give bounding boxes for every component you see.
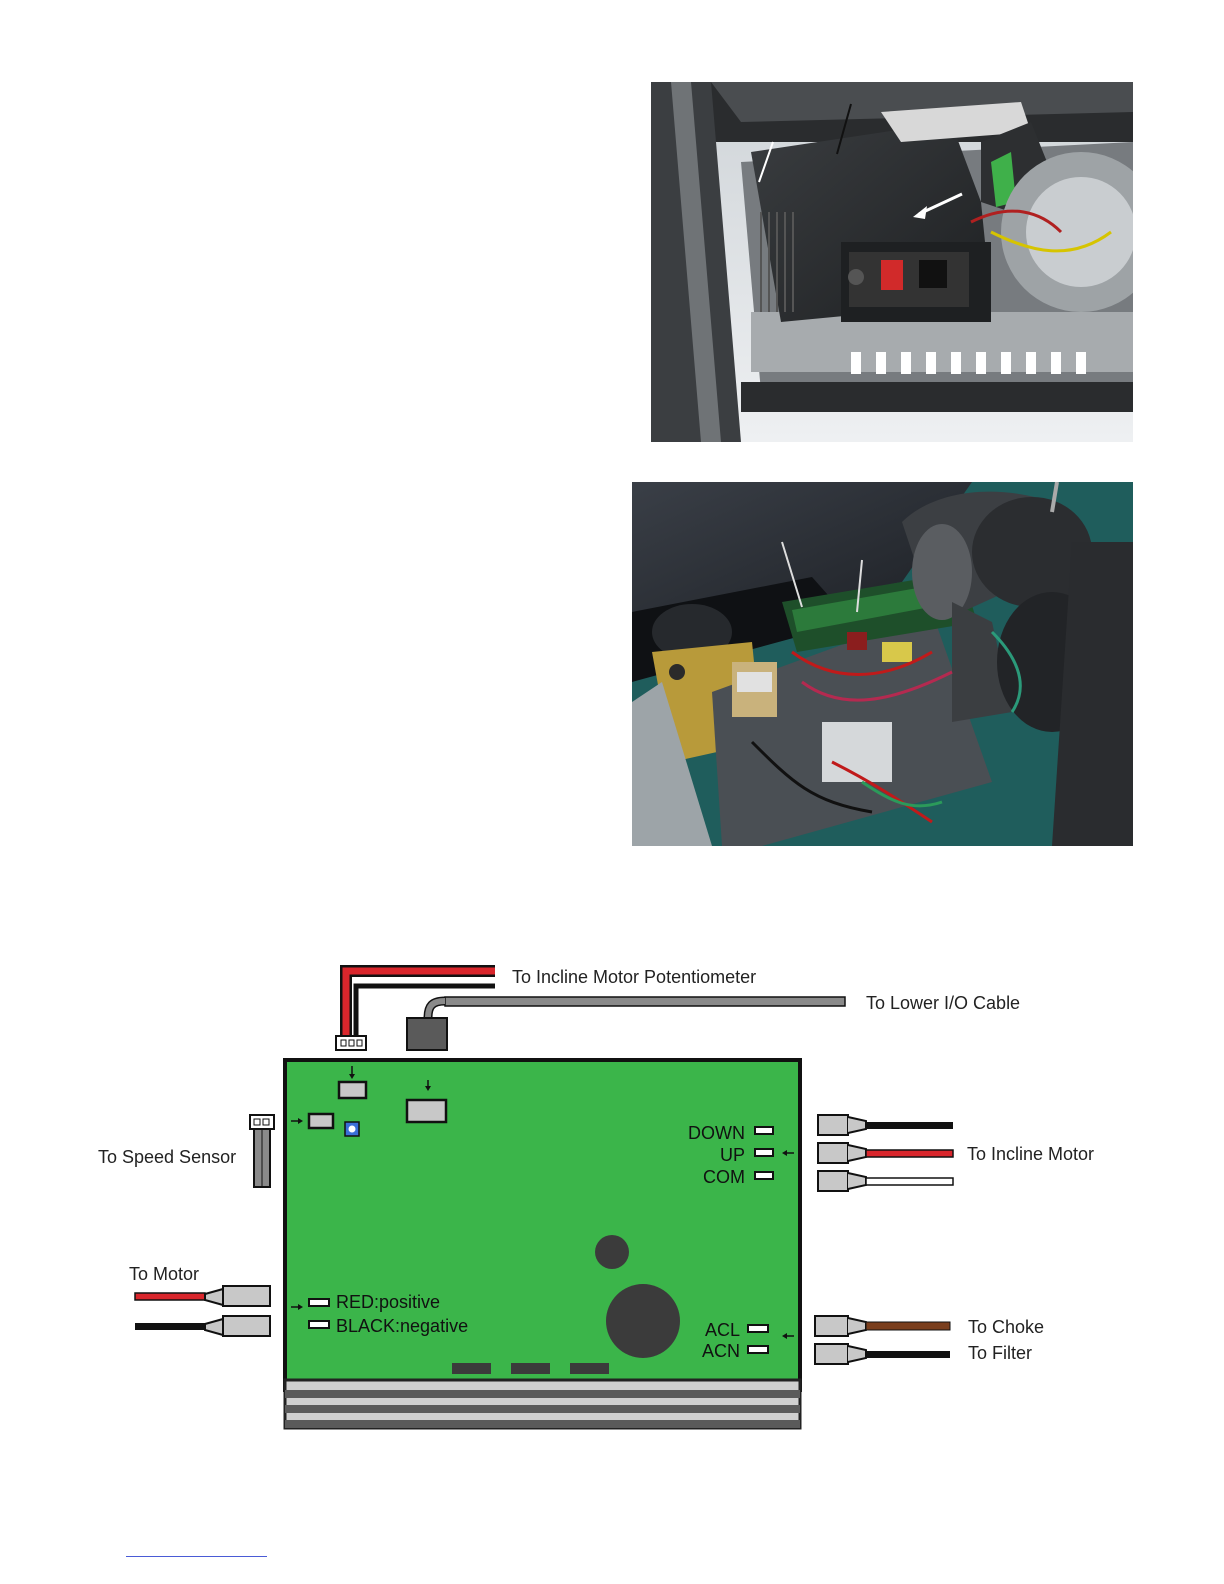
choke-label: To Choke (968, 1317, 1044, 1337)
capacitor-large (606, 1284, 680, 1358)
terminal-up: UP (720, 1145, 745, 1165)
lower-io-cable (407, 997, 845, 1050)
incline-pot-label: To Incline Motor Potentiometer (512, 967, 756, 987)
terminal-acn: ACN (702, 1341, 740, 1361)
filter-plug (815, 1344, 950, 1364)
motor-label: To Motor (129, 1264, 199, 1284)
motor-cover-photo (651, 82, 1133, 442)
footer-link-underline[interactable] (126, 1556, 267, 1557)
terminal-black: BLACK:negative (336, 1316, 468, 1336)
terminal-red: RED:positive (336, 1292, 440, 1312)
speed-sensor-label: To Speed Sensor (98, 1147, 236, 1167)
motor-plugs (135, 1286, 303, 1336)
wiring-diagram: To Incline Motor Potentiometer To Lower … (0, 950, 1224, 1450)
incline-motor-label: To Incline Motor (967, 1144, 1094, 1164)
board-heatsink (285, 1380, 800, 1428)
board-transistors (452, 1363, 609, 1374)
speed-sensor-connector (250, 1115, 274, 1187)
capacitor-small (595, 1235, 629, 1269)
motor-cover-illustration (651, 82, 1133, 442)
controller-board-photo (632, 482, 1133, 846)
wiring-diagram-svg: To Incline Motor Potentiometer To Lower … (0, 950, 1224, 1450)
terminal-acl: ACL (705, 1320, 740, 1340)
incline-motor-plugs (818, 1115, 953, 1191)
choke-plug (815, 1316, 950, 1336)
incline-pot-connector (336, 1036, 366, 1050)
terminal-down: DOWN (688, 1123, 745, 1143)
terminal-com: COM (703, 1167, 745, 1187)
lower-io-label: To Lower I/O Cable (866, 993, 1020, 1013)
filter-label: To Filter (968, 1343, 1032, 1363)
controller-board-illustration (632, 482, 1133, 846)
